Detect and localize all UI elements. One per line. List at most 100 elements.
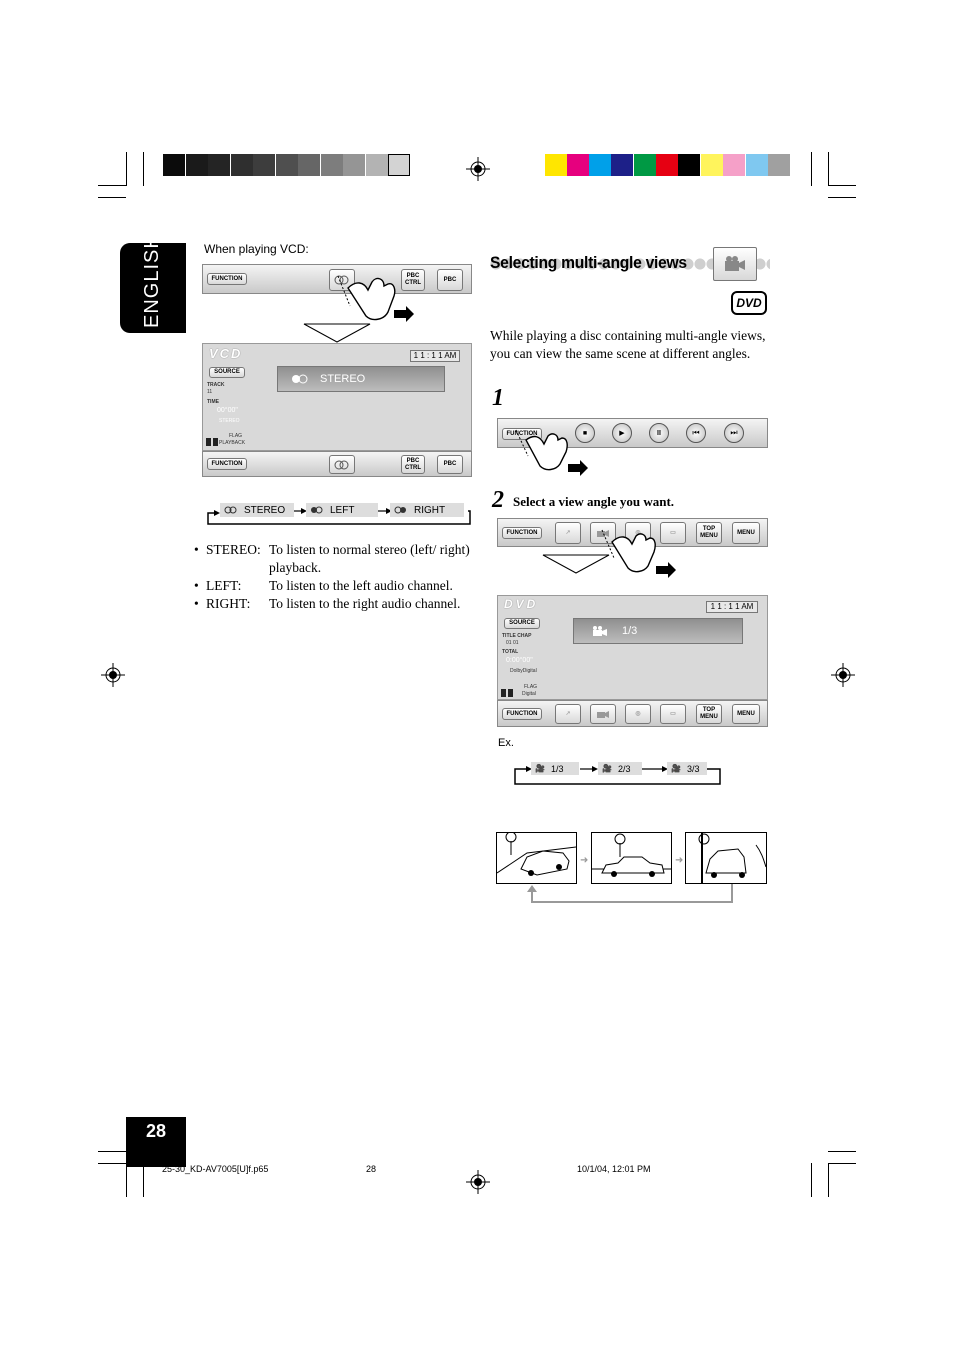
down-arrow-icon: [303, 323, 371, 343]
camera-icon: [597, 530, 609, 537]
function-button[interactable]: FUNCTION: [207, 458, 247, 470]
step-2-text: Select a view angle you want.: [513, 494, 675, 509]
language-tab-label: ENGLISH: [141, 233, 163, 328]
page-number-box: [126, 1117, 186, 1167]
vcd-toolbar-bottom: FUNCTION PBC CTRL PBC: [202, 451, 472, 477]
camera-icon: [725, 256, 745, 271]
title-chap-label: TITLE CHAP: [502, 633, 532, 639]
function-button[interactable]: FUNCTION: [207, 273, 247, 285]
pbc-ctrl-button[interactable]: PBC CTRL: [401, 455, 425, 474]
angle-loop-arrow: [527, 884, 733, 903]
hand-pointer-icon: [337, 275, 414, 322]
subtitle-button[interactable]: ▭: [660, 704, 686, 724]
audio-icon: [311, 506, 323, 514]
dolby-icon: [206, 438, 218, 446]
registration-target-icon: [466, 157, 490, 181]
title-chap-value: 01 01: [506, 640, 519, 646]
section-heading: Selecting multi-angle views: [490, 253, 687, 272]
audio-status-text: STEREO: [320, 373, 366, 385]
vcd-logo: VCD: [209, 346, 243, 361]
intro-paragraph: While playing a disc containing multi-an…: [490, 328, 766, 361]
list-item: •LEFT:To listen to the left audio channe…: [194, 578, 453, 593]
registration-target-icon: [466, 1170, 490, 1194]
angle-arrow: ➜: [580, 855, 589, 866]
function-button[interactable]: FUNCTION: [502, 708, 542, 720]
angle-seq-1: 🎥1/3: [531, 762, 579, 775]
dvd-screen-panel: DVD 1 1 : 1 1 AM SOURCE TITLE CHAP 01 01…: [497, 595, 768, 700]
angle-status-display: 1/3: [573, 618, 743, 644]
stop-button[interactable]: ■: [575, 423, 595, 443]
example-label: Ex.: [498, 737, 514, 749]
total-label: TOTAL: [502, 649, 519, 655]
audio-button[interactable]: ◎: [625, 704, 651, 724]
time-value: 0:00°00": [506, 657, 533, 664]
angle-view-2-image: [591, 832, 672, 884]
previous-button[interactable]: ⏮: [686, 423, 706, 443]
angle-button[interactable]: [590, 522, 616, 544]
time-label: TIME: [207, 399, 219, 405]
playback-mode: PLAYBACK: [219, 440, 246, 446]
step-2-number: 2: [492, 487, 504, 513]
menu-button[interactable]: MENU: [732, 522, 760, 544]
source-button[interactable]: SOURCE: [209, 367, 245, 378]
registration-target-icon: [101, 663, 125, 687]
angle-button[interactable]: [590, 704, 616, 724]
function-button[interactable]: FUNCTION: [502, 527, 542, 539]
audio-icon: [224, 506, 237, 514]
menu-button[interactable]: MENU: [732, 704, 760, 724]
step-1-number: 1: [492, 385, 504, 411]
angle-arrow: ➜: [675, 855, 684, 866]
audio-seq-stereo: STEREO: [220, 503, 294, 517]
vcd-screen-panel: VCD 1 1 : 1 1 AM SOURCE TRACK 11 TIME 00…: [202, 343, 472, 451]
footer-file: 25-30_KD-AV7005[U]f.p65: [162, 1164, 269, 1174]
flag-label: FLAG: [524, 684, 538, 690]
audio-format: DolbyDigital: [510, 668, 537, 674]
digital-label: Digital: [522, 691, 536, 697]
vcd-caption: When playing VCD:: [204, 242, 309, 256]
footer-page-ref: 28: [366, 1164, 377, 1174]
angle-seq-3: 🎥3/3: [667, 762, 707, 775]
registration-target-icon: [831, 663, 855, 687]
play-button[interactable]: ▶: [612, 423, 632, 443]
dvd-function-toolbar: FUNCTION ↗ ◎ ▭ TOP MENU MENU: [497, 700, 768, 727]
zoom-button[interactable]: ↗: [555, 704, 581, 724]
footer-timestamp: 10/1/04, 12:01 PM: [577, 1164, 651, 1174]
audio-icon: [394, 506, 406, 514]
angle-status-text: 1/3: [622, 625, 638, 637]
subtitle-button[interactable]: ▭: [660, 522, 686, 544]
language-tab: [120, 243, 186, 333]
vcd-toolbar-top: FUNCTION PBC CTRL PBC: [202, 264, 472, 294]
top-menu-button[interactable]: TOP MENU: [696, 522, 722, 544]
audio-options-list: •STEREO:To listen to normal stereo (left…: [194, 541, 474, 613]
time-value: 00°00": [217, 407, 238, 414]
next-button[interactable]: ⏭: [724, 423, 744, 443]
audio-button[interactable]: [329, 455, 355, 474]
angle-button-icon: [713, 247, 757, 281]
angle-view-1-image: [496, 831, 577, 884]
clock-display: 1 1 : 1 1 AM: [410, 350, 460, 362]
dolby-icon: [501, 689, 513, 697]
camera-icon: [593, 626, 607, 636]
audio-seq-left: LEFT: [306, 503, 378, 517]
track-value: 11: [207, 389, 213, 395]
dvd-logo: DVD: [504, 597, 539, 611]
camera-icon: [597, 711, 609, 718]
audio-button[interactable]: [329, 269, 355, 291]
top-menu-button[interactable]: TOP MENU: [696, 704, 722, 724]
pbc-button[interactable]: PBC: [437, 269, 463, 291]
angle-view-3-image: [685, 832, 767, 884]
flag-label: FLAG: [229, 433, 243, 439]
pbc-ctrl-button[interactable]: PBC CTRL: [401, 269, 425, 291]
track-label: TRACK: [207, 382, 225, 388]
zoom-button[interactable]: ↗: [555, 522, 581, 544]
audio-icon: [334, 460, 349, 469]
angle-seq-2: 🎥2/3: [598, 762, 642, 775]
hand-pointer-icon: [601, 529, 676, 578]
pbc-button[interactable]: PBC: [437, 455, 463, 474]
audio-small-label: STEREO: [219, 418, 240, 424]
page-number: 28: [145, 1121, 167, 1141]
source-button[interactable]: SOURCE: [504, 618, 540, 629]
clock-display: 1 1 : 1 1 AM: [706, 601, 758, 613]
pause-button[interactable]: II: [649, 423, 669, 443]
dvd-badge: DVD: [731, 291, 767, 315]
